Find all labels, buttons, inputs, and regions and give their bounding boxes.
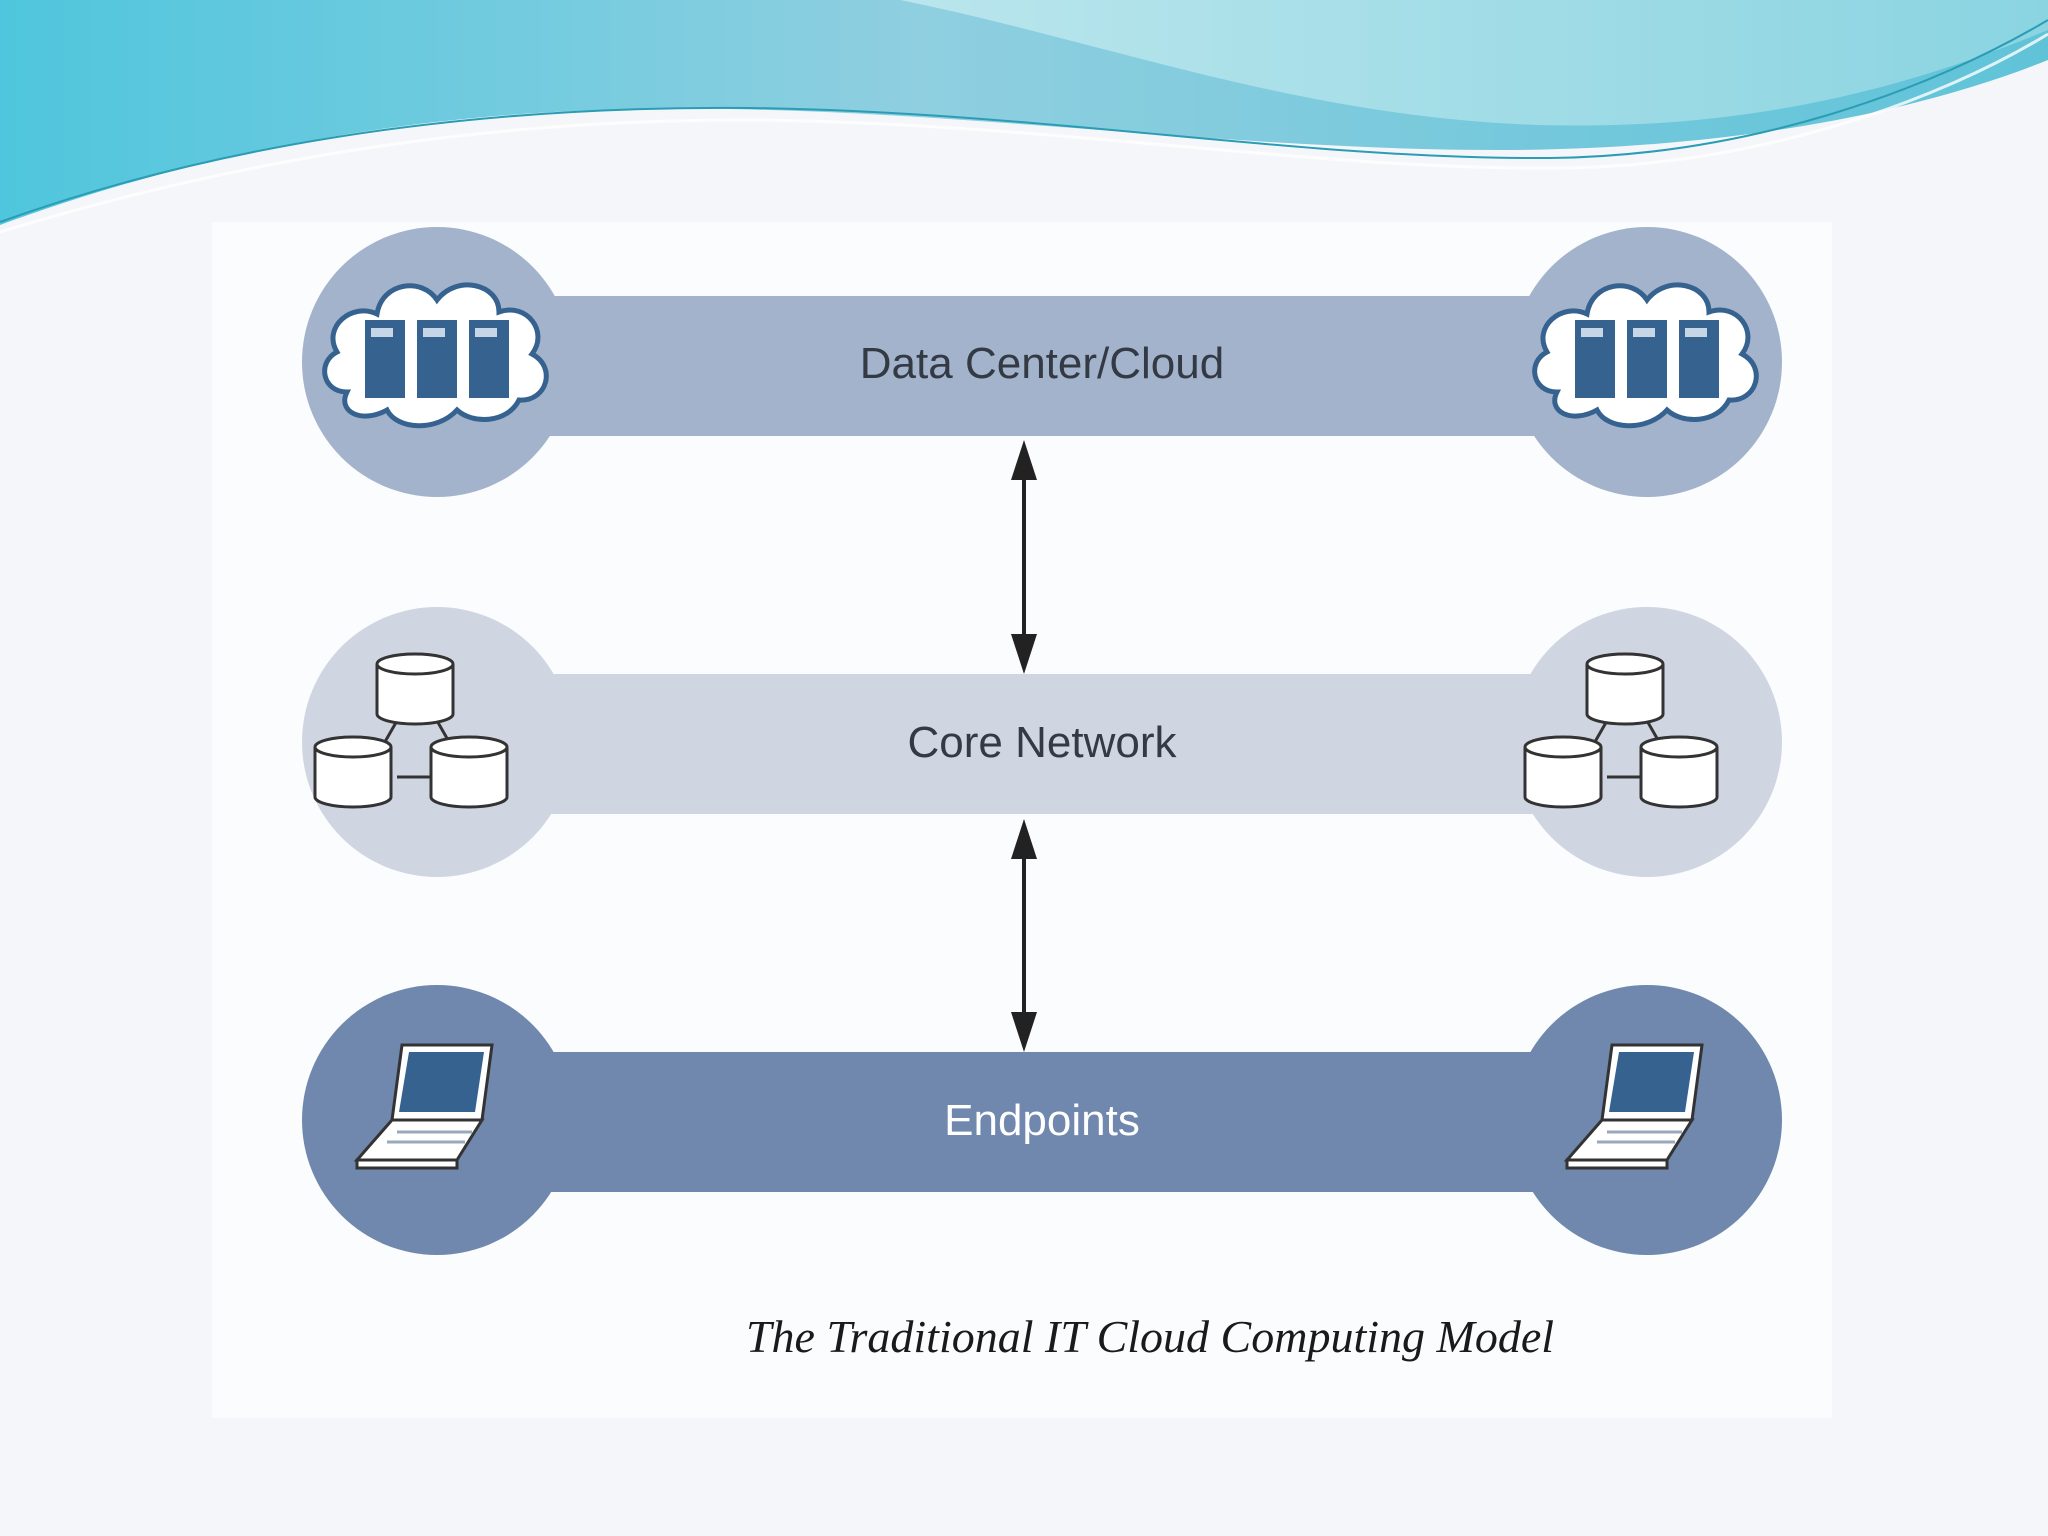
layer-data-center: Data Center/Cloud (302, 227, 1782, 497)
core-network-label: Core Network (908, 718, 1178, 767)
layer-endpoints: Endpoints (302, 985, 1782, 1255)
endpoints-label: Endpoints (944, 1096, 1140, 1145)
arrow-core-endpoints (1011, 819, 1037, 1052)
cloud-model-diagram: Data Center/Cloud Core Ne (302, 227, 1782, 1255)
server-cloud-icon (1532, 282, 1759, 429)
arrow-datacenter-core (1011, 440, 1037, 674)
laptop-icon (1563, 1043, 1704, 1170)
data-center-band (357, 296, 1727, 436)
diagram-caption: The Traditional IT Cloud Computing Model (745, 1311, 1555, 1362)
laptop-icon (353, 1043, 494, 1170)
core-network-band (357, 674, 1727, 814)
server-cloud-icon (322, 282, 549, 429)
data-center-label: Data Center/Cloud (860, 339, 1224, 388)
layer-core-network: Core Network (302, 607, 1782, 877)
endpoints-band (357, 1052, 1727, 1192)
database-network-icon (1523, 652, 1719, 809)
header-swoosh (0, 0, 2048, 234)
database-network-icon (313, 652, 509, 809)
